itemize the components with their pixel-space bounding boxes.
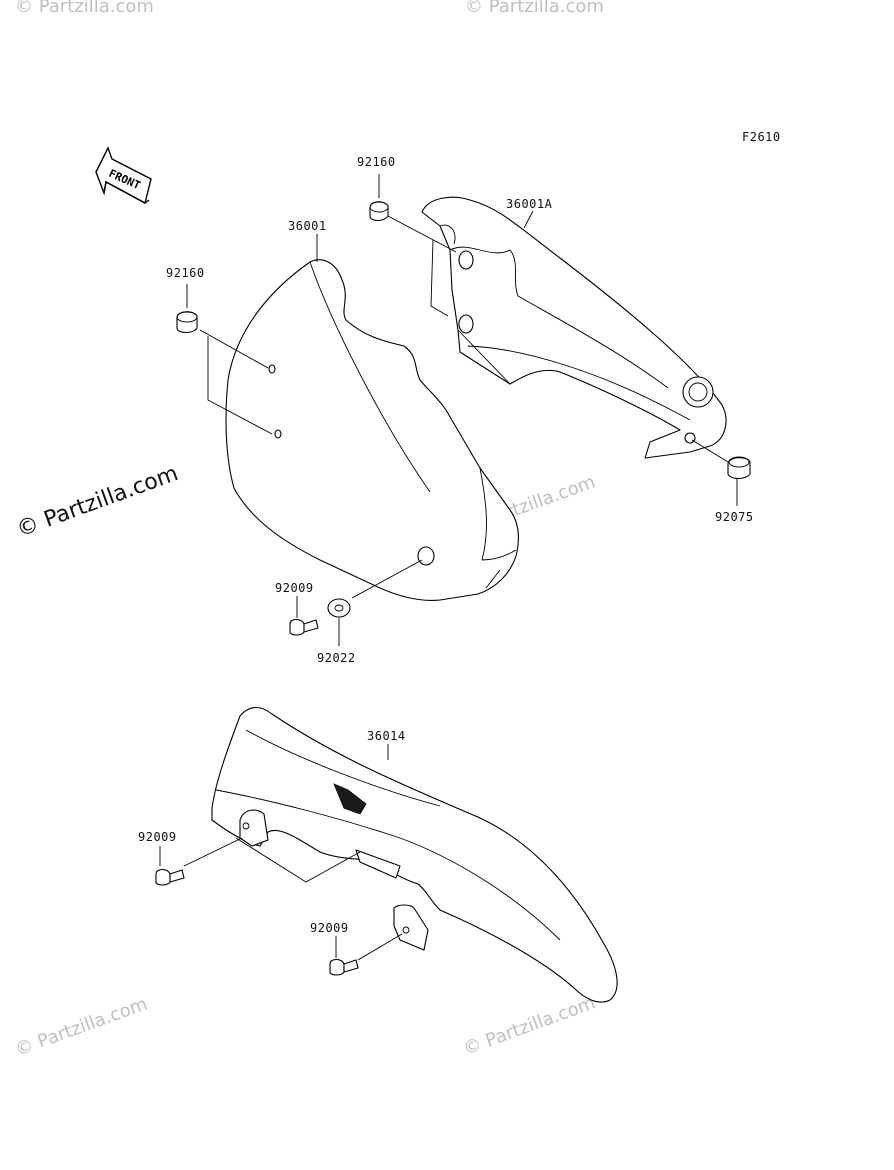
label-92009-bottom: 92009 xyxy=(310,921,349,935)
part-labels: 92160 36001A 36001 92160 92075 92009 920… xyxy=(138,155,754,935)
label-36001A: 36001A xyxy=(506,197,553,211)
watermark-bottom-left: © Partzilla.com xyxy=(13,993,151,1060)
label-92009-mid: 92009 xyxy=(275,581,314,595)
part-36001-cover xyxy=(225,259,520,601)
watermark-main: © Partzilla.com xyxy=(14,461,182,543)
label-92075: 92075 xyxy=(715,510,754,524)
label-36001: 36001 xyxy=(288,219,327,233)
label-92160-top: 92160 xyxy=(357,155,396,169)
label-92022: 92022 xyxy=(317,651,356,665)
part-92160-left-grommet xyxy=(176,311,198,334)
label-92009-left: 92009 xyxy=(138,830,177,844)
part-92022-washer xyxy=(327,598,351,618)
front-arrow-icon: FRONT xyxy=(95,146,152,205)
leader-lines xyxy=(159,174,738,961)
label-92160-left: 92160 xyxy=(166,266,205,280)
diagram-code: F2610 xyxy=(742,130,781,144)
watermark-top-left: © Partzilla.com xyxy=(15,0,154,17)
part-92009-bottom-bolt xyxy=(329,958,359,976)
part-36014-chain-cover xyxy=(211,706,618,1003)
part-92075-collar xyxy=(727,456,751,480)
part-36001A-cover xyxy=(421,196,727,459)
part-92009-left-bolt xyxy=(155,868,185,886)
part-92009-mid-bolt xyxy=(289,618,319,636)
watermark-bottom-right: © Partzilla.com xyxy=(461,992,599,1059)
part-92160-top-grommet xyxy=(369,201,389,222)
label-36014: 36014 xyxy=(367,729,406,743)
watermark-top-right: © Partzilla.com xyxy=(465,0,604,17)
